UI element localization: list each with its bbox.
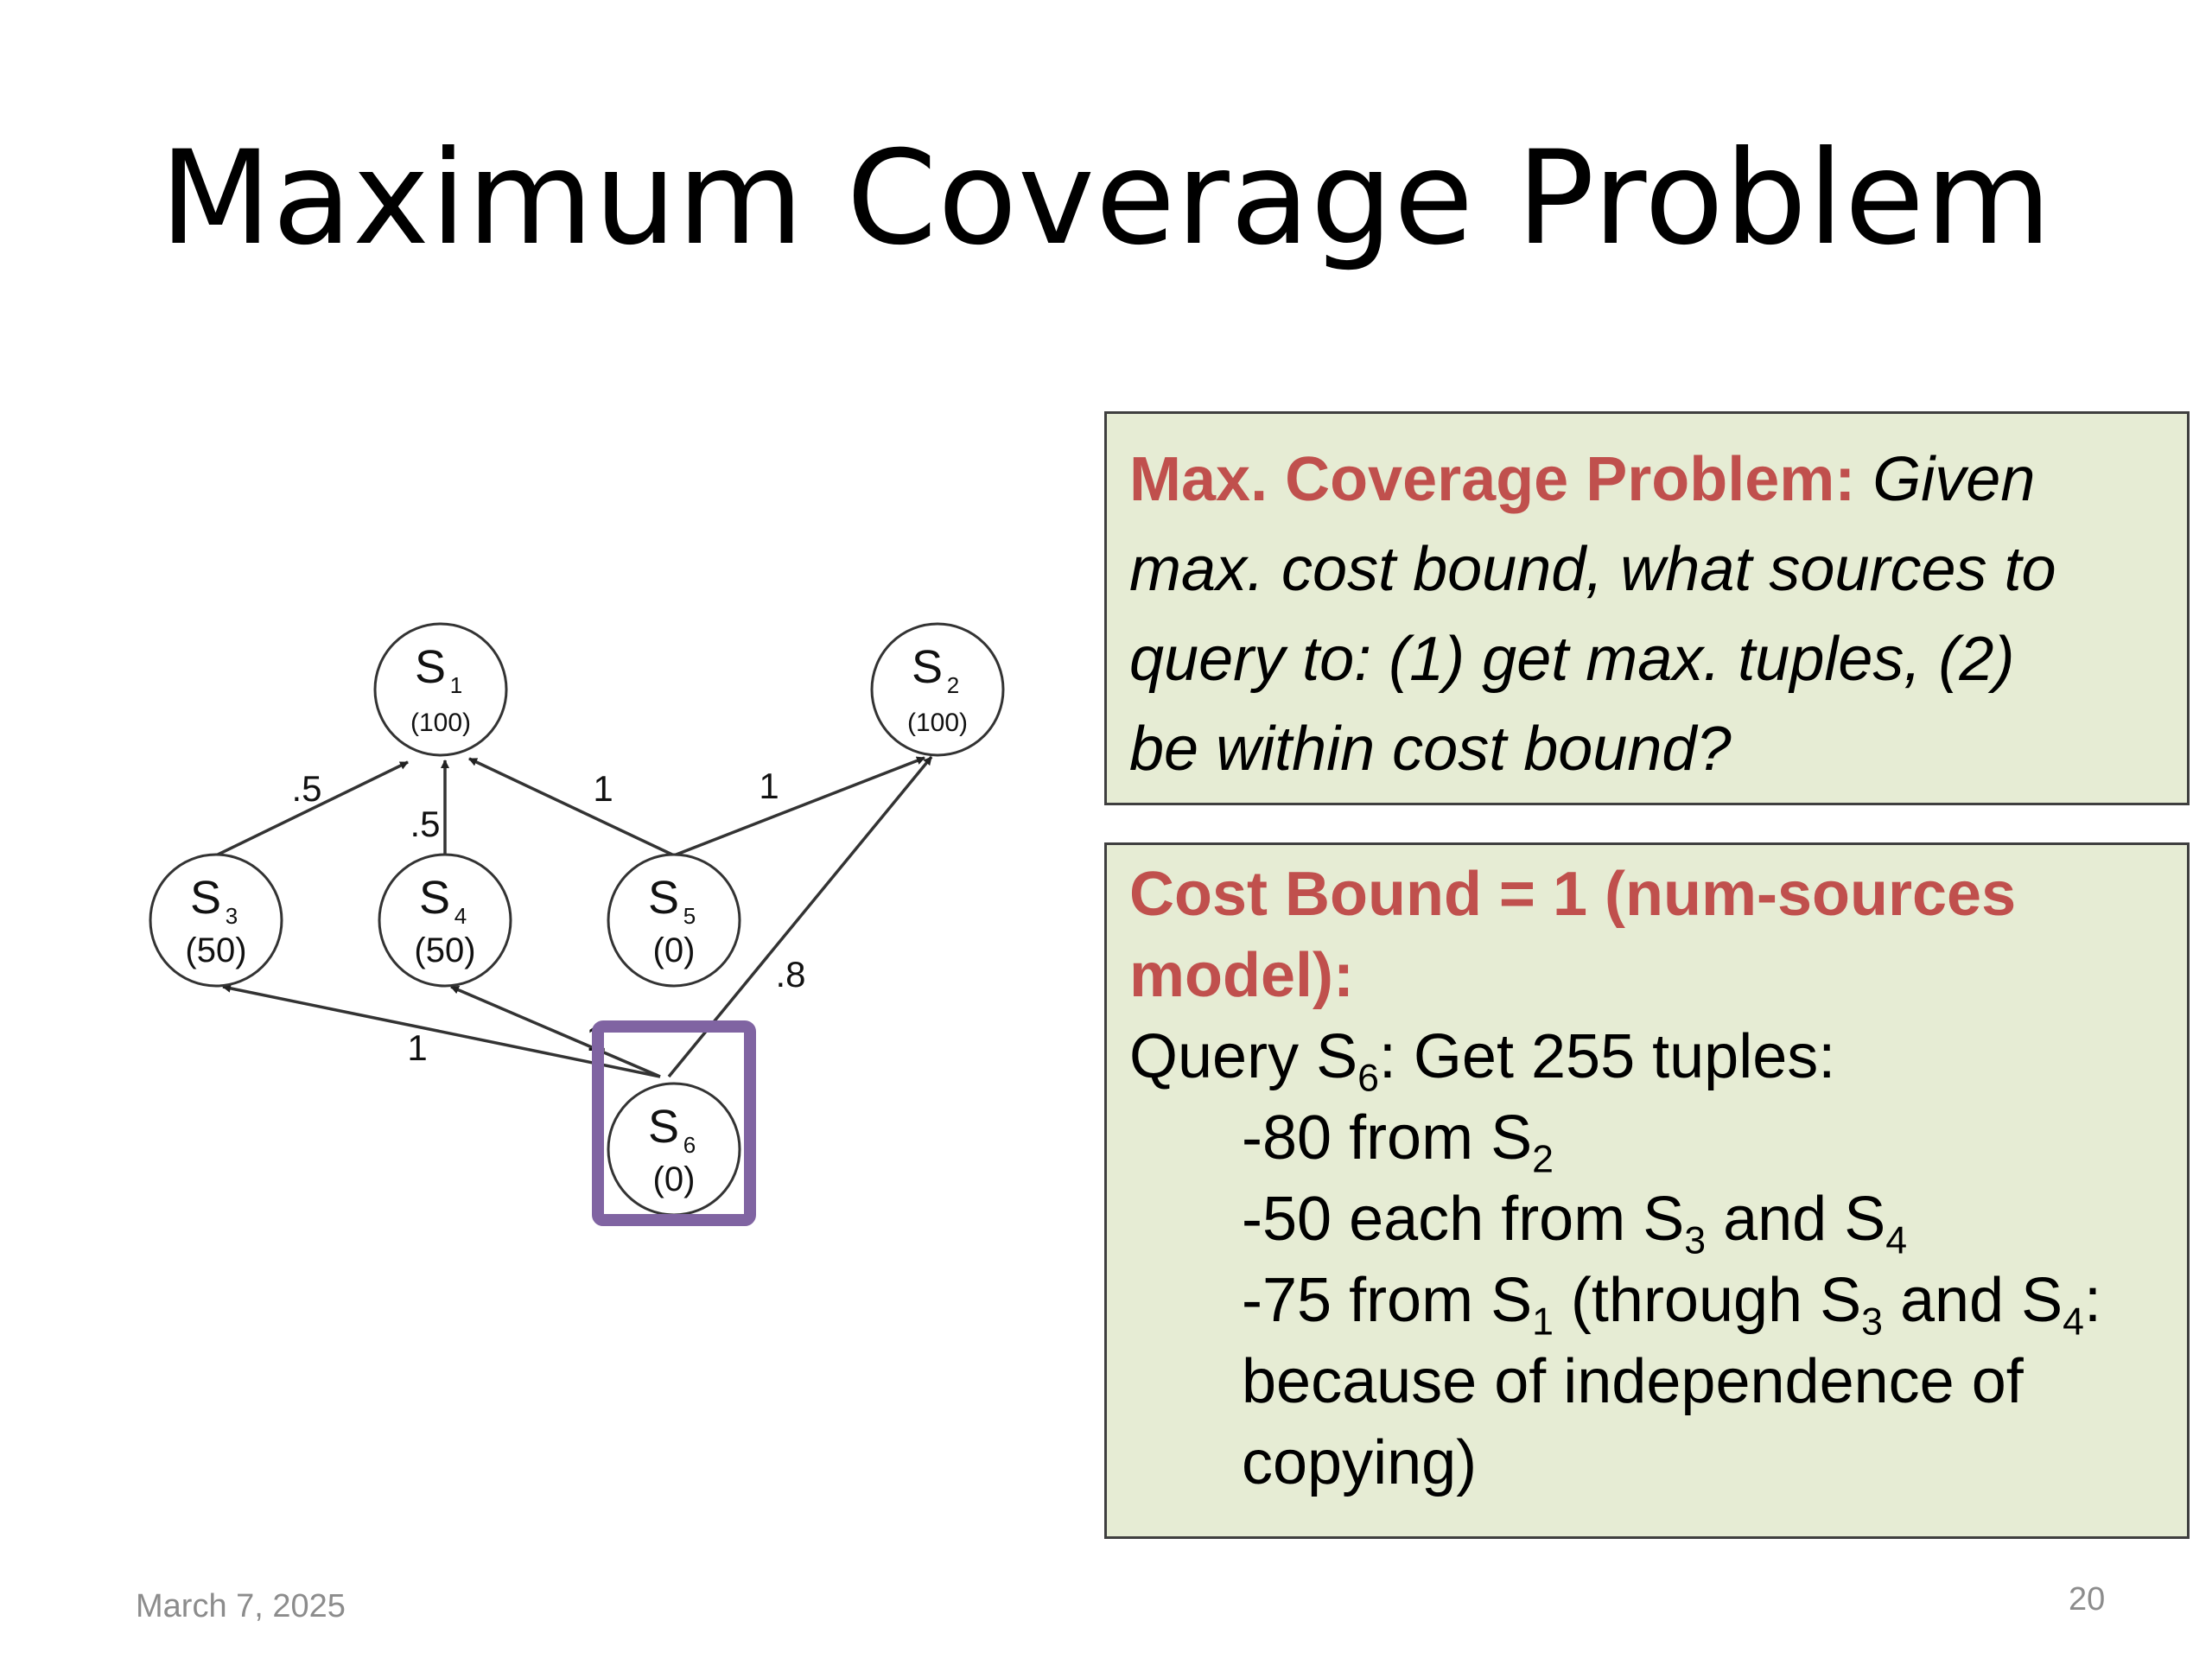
independence-line: because of independence of (1242, 1347, 2024, 1416)
line-c-sub2: 3 (1861, 1300, 1883, 1344)
node-name: S (415, 641, 446, 693)
query-suffix: : Get 255 tuples: (1378, 1022, 1836, 1091)
line-a-sub: 2 (1532, 1138, 1554, 1181)
node-circle (870, 622, 1005, 757)
edge-label-s5-s1: 1 (593, 768, 613, 809)
node-circle (378, 853, 512, 988)
query-line: Query S6: Get 255 tuples: (1129, 1016, 2166, 1097)
node-value: (0) (653, 1160, 696, 1198)
problem-text-first: Given (1872, 445, 2036, 514)
edge-label-s6-s3: 1 (407, 1027, 427, 1068)
node-name: S (912, 641, 943, 693)
line-c-suffix: : (2083, 1266, 2101, 1335)
line-c-sub1: 1 (1532, 1300, 1554, 1344)
node-value: (50) (185, 931, 246, 969)
node-subscript: 2 (947, 672, 959, 698)
node-subscript: 5 (683, 903, 696, 929)
edge-s6-to-s3 (222, 983, 661, 1078)
node-value: (0) (653, 931, 696, 969)
edge-label-s6-s2: .8 (775, 954, 805, 995)
node-circle (373, 622, 508, 757)
solution-box: Cost Bound = 1 (num-sources model): Quer… (1104, 842, 2190, 1539)
line-b-sub1: 3 (1684, 1219, 1707, 1262)
node-subscript: 6 (683, 1132, 696, 1158)
query-prefix: Query S (1129, 1022, 1358, 1091)
line-c-mid1: (through S (1553, 1266, 1862, 1335)
edge-s3-to-s1 (215, 760, 409, 857)
problem-line: be within cost bound? (1129, 715, 1732, 784)
line-a-prefix: -80 from S (1242, 1103, 1533, 1173)
node-value: (50) (414, 931, 475, 969)
edge-label-s4-s1: .5 (410, 804, 440, 844)
node-circle (607, 853, 741, 988)
edge-s6-to-s4 (450, 985, 661, 1078)
slide-page-number: 20 (2069, 1581, 2106, 1618)
edge-label-s5-s2: 1 (759, 766, 779, 806)
problem-line: query to: (1) get max. tuples, (2) (1129, 625, 2015, 694)
node-name: S (190, 872, 221, 924)
line-c-mid2: and S (1882, 1266, 2063, 1335)
line-b-sub2: 4 (1885, 1219, 1908, 1262)
node-name: S (419, 872, 450, 924)
node-name: S (648, 1101, 679, 1153)
solution-heading-line2: model): (1129, 941, 1354, 1010)
node-subscript: 1 (450, 672, 462, 698)
line-c-prefix: -75 from S (1242, 1266, 1533, 1335)
line-b-mid: and S (1706, 1185, 1886, 1254)
copying-line: copying) (1242, 1428, 1478, 1497)
edge-s5-to-s1 (468, 757, 675, 857)
node-value: (100) (410, 709, 471, 737)
query-subscript: 6 (1357, 1057, 1379, 1100)
slide-title: Maximum Coverage Problem (159, 124, 2053, 274)
node-subscript: 3 (226, 903, 238, 929)
tuple-line-s1: -75 from S1 (through S3 and S4: (1129, 1260, 2166, 1341)
node-name: S (648, 872, 679, 924)
line-b-prefix: -50 each from S (1242, 1185, 1685, 1254)
tuple-line-s2: -80 from S2 (1129, 1097, 2166, 1179)
node-subscript: 4 (454, 903, 467, 929)
problem-line: max. cost bound, what sources to (1129, 535, 2056, 604)
line-c-sub3: 4 (2063, 1300, 2084, 1344)
edge-label-s3-s1: .5 (291, 768, 321, 809)
solution-heading-line1: Cost Bound = 1 (num-sources (1129, 860, 2017, 929)
tuple-line-s3-s4: -50 each from S3 and S4 (1129, 1179, 2166, 1260)
highlight-box (592, 1020, 756, 1226)
node-circle (149, 853, 283, 988)
slide-date: March 7, 2025 (136, 1588, 346, 1624)
node-value: (100) (907, 709, 968, 737)
problem-definition-box: Max. Coverage Problem: Given max. cost b… (1104, 411, 2190, 805)
edge-s5-to-s2 (673, 756, 925, 857)
problem-heading: Max. Coverage Problem: (1129, 445, 1856, 514)
